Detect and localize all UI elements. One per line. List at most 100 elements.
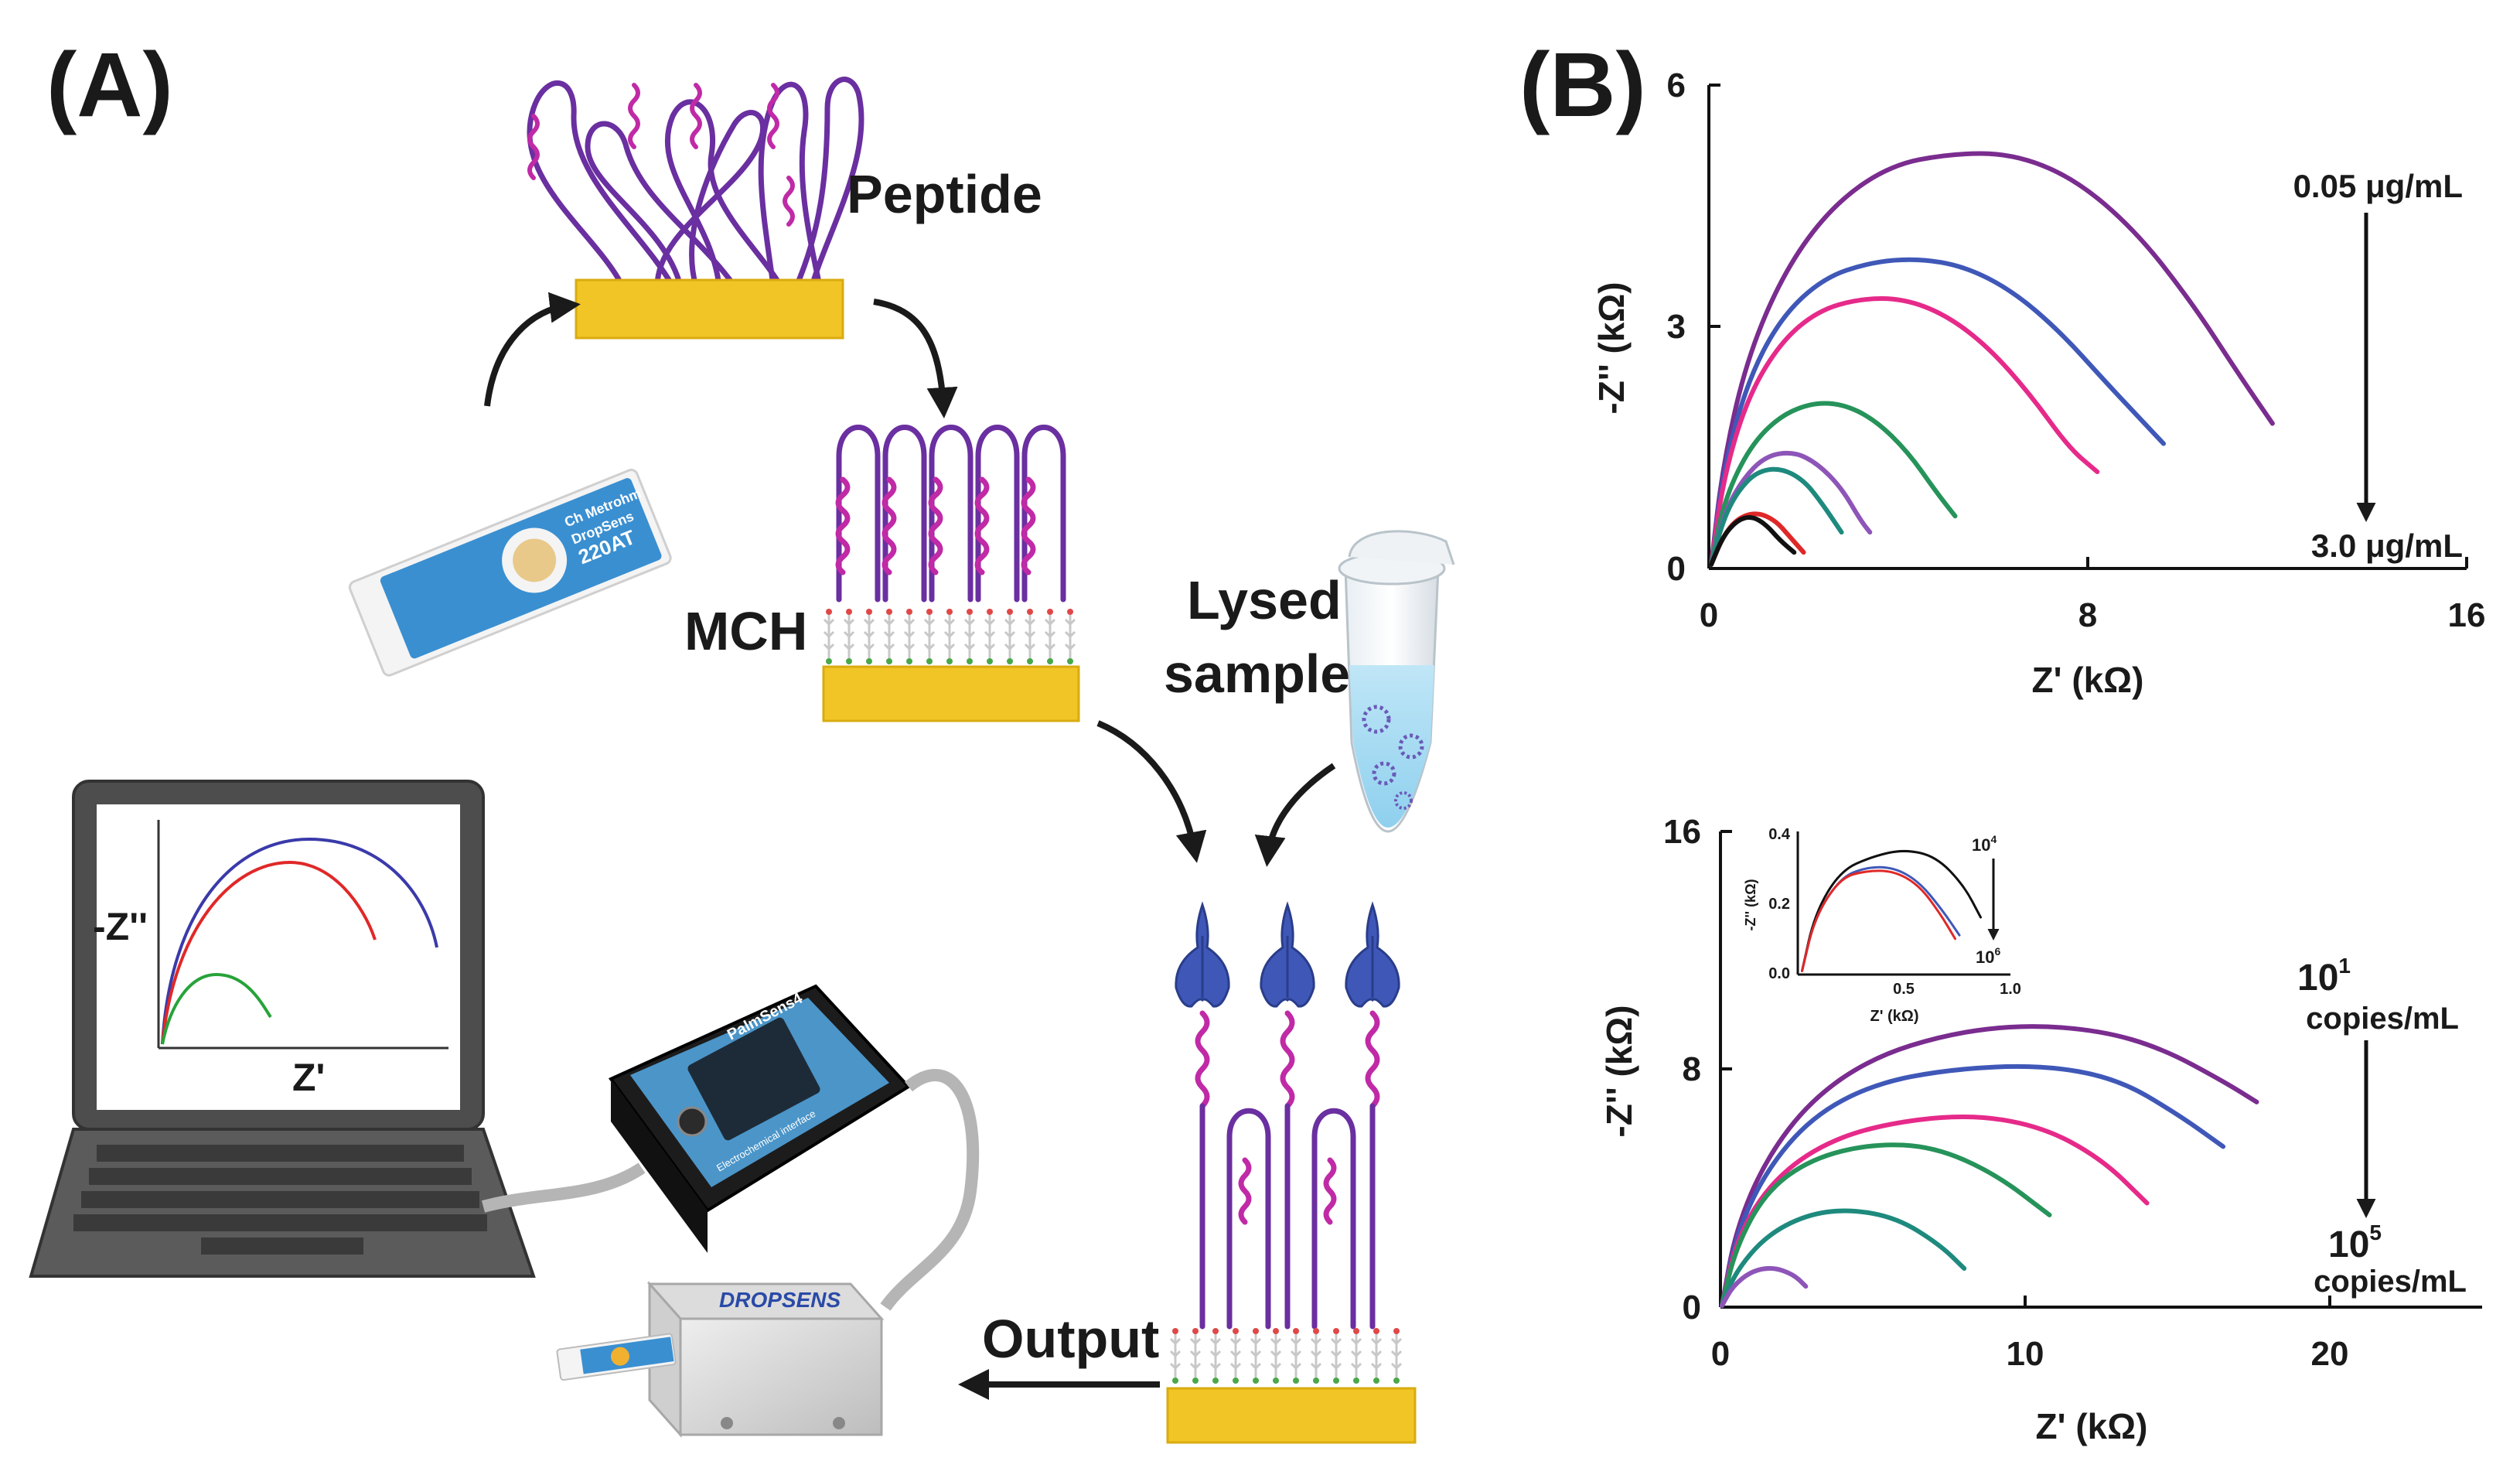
output-label: Output [982,1309,1159,1369]
laptop: -Z'' Z' [29,780,646,1278]
chart-top-annotation-bottom: 3.0 μg/mL [2311,527,2463,564]
chart-bottom-xtick-20: 20 [2311,1335,2349,1373]
chart-top-y-ticks: 6 3 0 [1667,67,1720,588]
chart-bottom-xtick-10: 10 [2007,1335,2044,1373]
detection-lipid-layer [1169,1326,1403,1385]
gold-electrode-top [575,278,844,340]
panel-a-label: (A) [46,34,173,136]
chart-bottom-x-ticks: 0 10 20 [1711,1296,2349,1373]
reader-brand: DROPSENS [719,1288,841,1312]
chart-bottom: 16 8 0 0 10 20 Z' (kΩ) -Z'' (kΩ) 101 cop… [1599,813,2482,1446]
chart-top-xtick-8: 8 [2078,596,2097,634]
gold-electrode-bottom [1166,1387,1417,1444]
panel-a: (A) Peptide [29,34,1455,1444]
gold-electrode-middle [822,665,1080,722]
chart-top-ylabel: -Z'' (kΩ) [1591,282,1632,414]
arrow-sample-to-sensor [1254,763,1336,867]
chart-bottom-annotation-top: 101 [2297,954,2351,999]
laptop-ylabel: -Z'' [93,905,148,948]
inset-series-2 [1801,865,1961,972]
panel-b: (B) 6 3 0 0 8 16 Z' (kΩ) -Z'' (kΩ) [1519,34,2485,1446]
inset-xtick-1.0: 1.0 [2000,981,2021,998]
arrow-strip-to-peptide [484,292,581,407]
chart-bottom-xlabel: Z' (kΩ) [2036,1406,2148,1446]
mch-label: MCH [684,601,807,661]
inset-annotation-top-exp: 4 [1990,833,1997,845]
chart-bottom-series-1 [1719,1024,2259,1309]
mch-lipid-layer [823,607,1076,666]
inset-annotation-bottom-exp: 6 [1994,945,2000,958]
chart-bottom-annotation-bottom: 105 [2328,1220,2382,1265]
chart-bottom-annotation-bottom-unit: copies/mL [2314,1265,2467,1299]
lysed-label-1: Lysed [1187,570,1342,630]
screen-printed-electrode: Ch Metrohm DropSens 220AT [348,469,672,677]
chart-bottom-inset: 0.4 0.2 0.0 0.5 1.0 Z' (kΩ) -Z'' (kΩ) 10… [1743,826,2021,1025]
chart-bottom-ytick-8: 8 [1683,1050,1701,1088]
inset-ytick-0.4: 0.4 [1768,826,1791,843]
chart-top-xtick-0: 0 [1700,596,1718,634]
chart-bottom-series-5 [1719,1208,1967,1309]
chart-top-series [1709,151,2275,567]
chart-top-series-2 [1709,257,2166,567]
peptide-label: Peptide [847,164,1042,224]
peptide-coils [527,83,795,227]
chart-bottom-annotation-bottom-base: 10 [2328,1224,2369,1265]
chart-bottom-series-2 [1719,1063,2226,1309]
inset-xtick-0.5: 0.5 [1893,981,1915,998]
usb-cable-2 [880,1069,980,1311]
chart-bottom-y-ticks: 16 8 0 [1663,813,1732,1326]
chart-top-ytick-6: 6 [1667,67,1686,104]
chart-top-ytick-0: 0 [1667,550,1686,588]
arrow-mch-to-sensor [1096,720,1207,863]
laptop-curve-3 [161,972,272,1045]
inset-ytick-0.2: 0.2 [1768,896,1790,913]
usb-cable-1 [481,1162,646,1213]
inset-annotation-top-base: 10 [1972,835,1990,855]
laptop-screen [97,804,460,1110]
chart-bottom-series-6 [1719,1265,1809,1309]
laptop-curve-2 [161,860,377,1045]
chart-bottom-series-4 [1719,1142,2052,1309]
mch-electrode [822,425,1080,722]
chart-top-series-1 [1709,151,2275,567]
reader-strip [556,1333,677,1381]
laptop-xlabel: Z' [292,1056,325,1099]
inset-series [1801,849,1982,972]
detection-electrode [1166,903,1417,1444]
arrow-peptide-to-mch [873,299,958,418]
chart-top-xtick-16: 16 [2448,596,2486,634]
chart-bottom-annotation-bottom-exp: 5 [2369,1220,2382,1244]
laptop-keys [73,1145,487,1255]
lysed-label-2: sample [1164,644,1350,704]
sample-tube [1338,530,1455,833]
chart-top-series-6 [1709,466,1844,567]
chart-bottom-ytick-0: 0 [1683,1289,1701,1326]
chart-bottom-xtick-0: 0 [1711,1335,1730,1373]
inset-ylabel: -Z'' (kΩ) [1743,879,1758,931]
potentiostat: PalmSens4 Electrochemical interface [608,984,980,1311]
chart-top-series-8 [1709,515,1797,567]
chart-top-series-4 [1709,401,1958,567]
inset-annotation-top: 104 [1972,833,1997,855]
inset-annotation-bottom-base: 10 [1976,947,1994,967]
panel-b-label: (B) [1519,34,1646,136]
laptop-curve-1 [161,837,438,1045]
inset-ytick-0.0: 0.0 [1768,965,1790,982]
chart-top-series-3 [1709,296,2100,567]
chart-bottom-ytick-16: 16 [1663,813,1701,851]
dropsens-reader: DROPSENS [556,1281,885,1438]
chart-bottom-annotation-top-base: 10 [2297,958,2338,999]
peptide-electrode [527,77,864,340]
chart-top-x-ticks: 0 8 16 [1700,557,2486,634]
inset-series-3 [1801,869,1956,972]
chart-bottom-series [1719,1024,2259,1309]
inset-xlabel: Z' (kΩ) [1870,1008,1918,1025]
chart-top: 6 3 0 0 8 16 Z' (kΩ) -Z'' (kΩ) 0.05 μg/m… [1591,67,2485,700]
chart-top-xlabel: Z' (kΩ) [2032,660,2144,700]
inset-annotation-bottom: 106 [1976,945,2000,967]
peptide-loops [527,77,864,289]
chart-bottom-ylabel: -Z'' (kΩ) [1599,1005,1639,1137]
chart-top-annotation-top: 0.05 μg/mL [2293,168,2463,204]
chart-top-ytick-3: 3 [1667,308,1686,346]
